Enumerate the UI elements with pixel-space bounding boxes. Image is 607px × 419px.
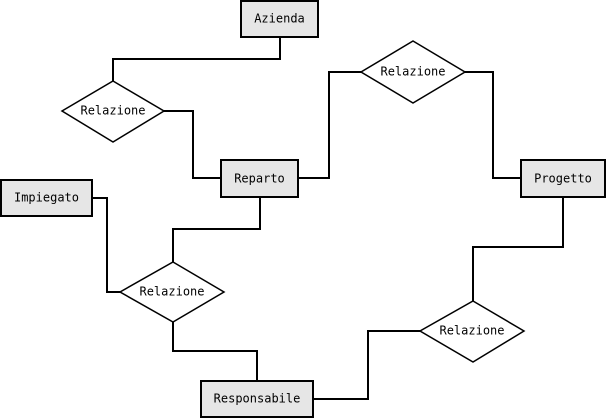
entity-impiegato-label: Impiegato	[14, 191, 79, 205]
relationship-azienda-reparto-label: Relazione	[80, 104, 145, 118]
connector-impiegato-relazione	[92, 197, 120, 293]
connector-relazione-responsabile-right	[313, 330, 420, 400]
relationship-progetto-responsabile-label: Relazione	[439, 324, 504, 338]
connector-azienda-relazione	[112, 37, 281, 81]
connector-progetto-relazione	[472, 197, 564, 301]
entity-responsabile: Responsabile	[200, 380, 314, 418]
connector-relazione-responsabile	[172, 322, 258, 381]
relationship-impiegato-reparto-responsabile-label: Relazione	[139, 285, 204, 299]
entity-azienda: Azienda	[240, 0, 319, 38]
entity-progetto-label: Progetto	[534, 172, 592, 186]
entity-azienda-label: Azienda	[254, 12, 305, 26]
relationship-reparto-progetto: Relazione	[359, 40, 467, 104]
entity-responsabile-label: Responsabile	[214, 392, 301, 406]
entity-reparto-label: Reparto	[234, 172, 285, 186]
connector-relazione-reparto-left	[164, 110, 221, 179]
entity-impiegato: Impiegato	[0, 179, 93, 217]
relationship-impiegato-reparto-responsabile: Relazione	[118, 261, 226, 323]
relationship-azienda-reparto: Relazione	[60, 80, 166, 143]
connector-relazione-progetto	[465, 71, 521, 179]
relationship-progetto-responsabile: Relazione	[418, 300, 526, 363]
relationship-reparto-progetto-label: Relazione	[380, 65, 445, 79]
entity-progetto: Progetto	[520, 159, 606, 198]
entity-reparto: Reparto	[220, 159, 299, 198]
connector-reparto-relazione-bottom	[172, 197, 261, 262]
connector-reparto-relazione-top	[298, 71, 361, 179]
